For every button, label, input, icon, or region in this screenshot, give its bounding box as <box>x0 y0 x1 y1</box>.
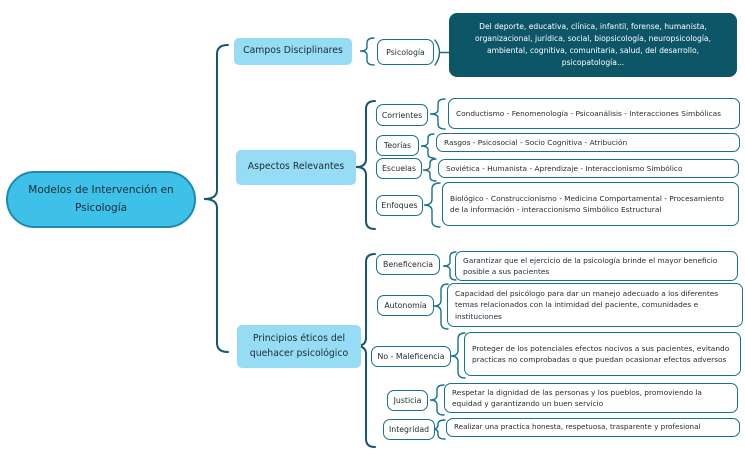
no-maleficencia-brace <box>450 332 466 379</box>
corrientes-brace <box>429 98 446 130</box>
node-justicia[interactable]: Justicia <box>387 390 428 411</box>
branch-aspectos-relevantes[interactable]: Aspectos Relevantes <box>236 150 356 185</box>
node-autonomia[interactable]: Autonomía <box>377 295 434 316</box>
aspectos-brace <box>355 100 376 230</box>
integridad-description[interactable]: Realizar una practica honesta, respetuos… <box>446 418 740 437</box>
node-integridad[interactable]: Integridad <box>383 419 435 440</box>
branch-campos-disciplinares[interactable]: Campos Disciplinares <box>234 38 352 65</box>
escuelas-description[interactable]: Soviética - Humanista - Aprendizaje - In… <box>438 159 739 179</box>
enfoques-description[interactable]: Biológico - Construccionismo - Medicina … <box>442 182 739 226</box>
node-psicologia[interactable]: Psicología <box>377 39 434 65</box>
justicia-description[interactable]: Respetar la dignidad de las personas y l… <box>444 383 738 414</box>
node-corrientes[interactable]: Corrientes <box>376 104 428 126</box>
root-brace <box>203 44 229 353</box>
node-beneficencia[interactable]: Beneficencia <box>376 254 440 275</box>
no-maleficencia-description[interactable]: Proteger de los potenciales efectos noci… <box>464 332 741 376</box>
autonomia-description[interactable]: Capacidad del psicólogo para dar un mane… <box>447 283 743 327</box>
campos-brace <box>359 37 375 66</box>
autonomia-brace <box>433 283 449 330</box>
node-enfoques[interactable]: Enfoques <box>376 195 423 216</box>
node-no-maleficencia[interactable]: No - Maleficencia <box>371 346 451 367</box>
escuelas-brace <box>422 158 437 182</box>
corrientes-description[interactable]: Conductismo - Fenomenología - Psicoanáli… <box>448 98 740 129</box>
beneficencia-description[interactable]: Garantizar que el ejercicio de la psicol… <box>455 251 738 282</box>
teorias-description[interactable]: Rasgos - Psicosocial - Socio Cognitiva -… <box>436 133 740 153</box>
branch-principios-eticos[interactable]: Principios éticos del quehacer psicológi… <box>237 325 361 368</box>
node-escuelas[interactable]: Escuelas <box>376 158 422 179</box>
campos-description-box[interactable]: Del deporte, educativa, clínica, infanti… <box>449 13 737 77</box>
root-node[interactable]: Modelos de Intervención en Psicología <box>6 171 196 228</box>
justicia-brace <box>429 384 445 416</box>
enfoques-brace <box>423 182 441 228</box>
node-teorias[interactable]: Teorías <box>376 135 419 156</box>
psicologia-connector <box>434 39 450 66</box>
teorias-brace <box>420 133 435 159</box>
